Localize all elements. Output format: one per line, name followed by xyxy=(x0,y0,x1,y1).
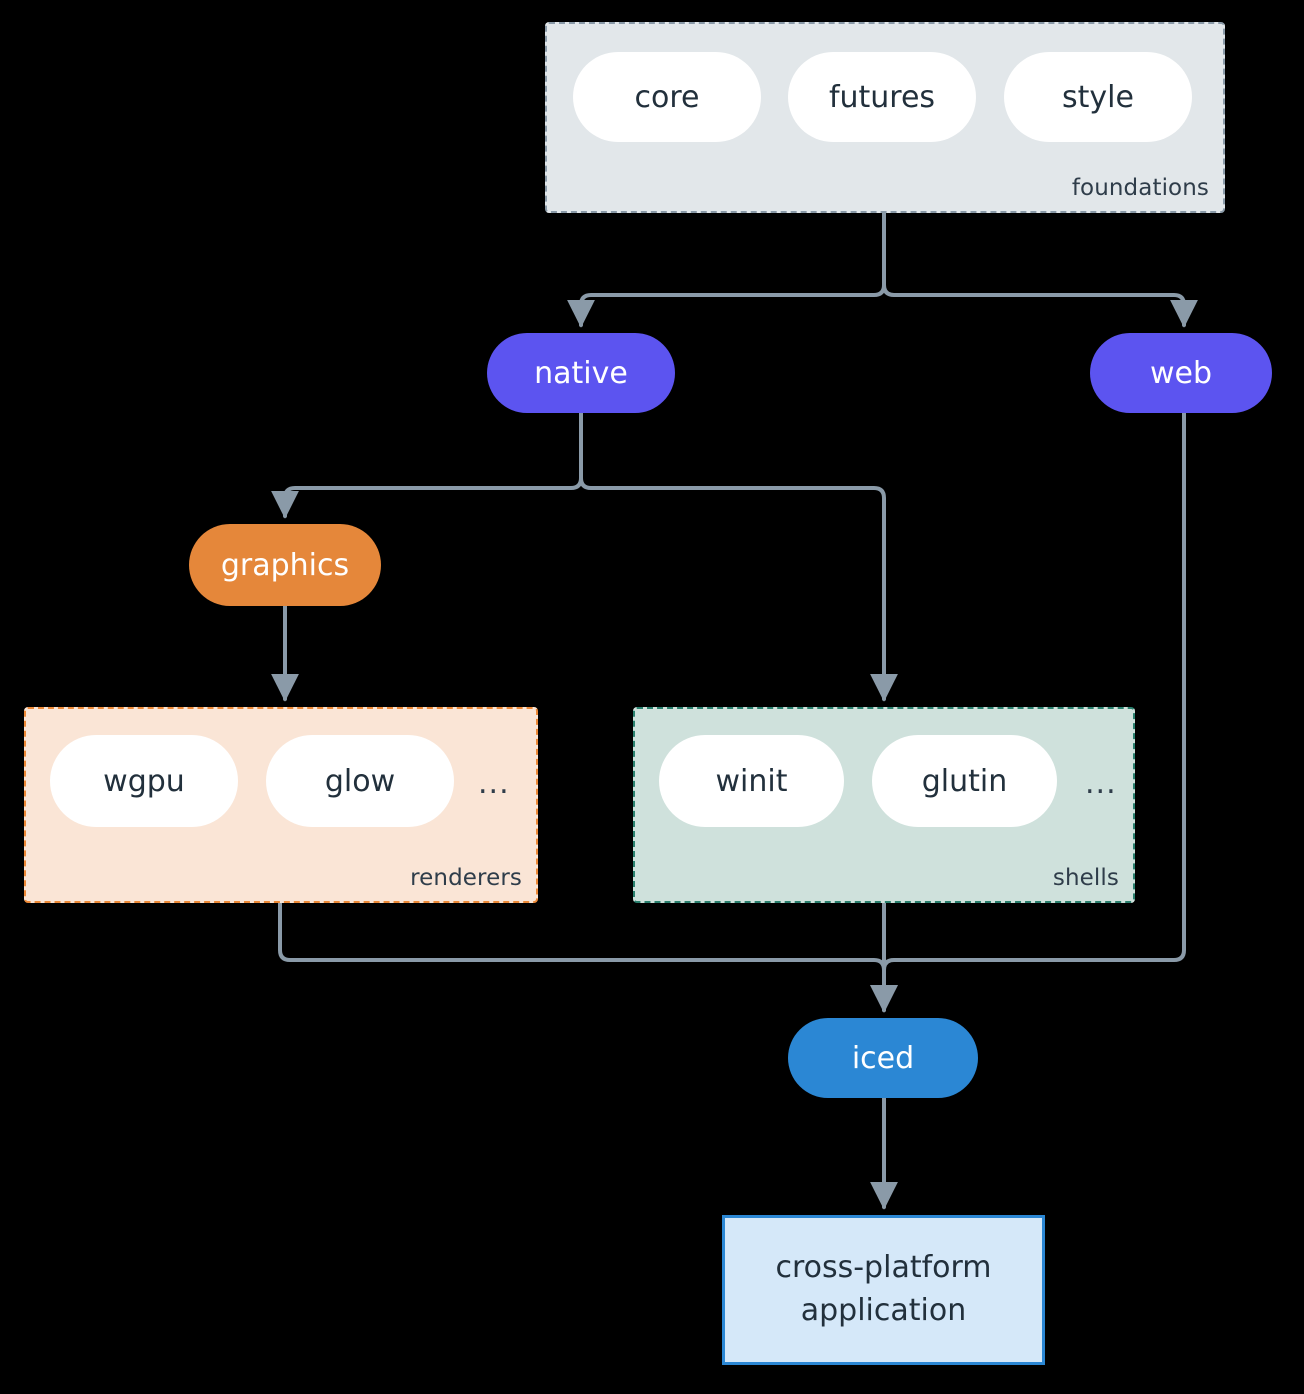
node-iced-label: iced xyxy=(851,1040,915,1076)
edge-foundations-native xyxy=(567,211,886,328)
node-web[interactable]: web xyxy=(1090,333,1272,413)
cluster-renderers-label: renderers xyxy=(410,865,522,891)
node-glutin[interactable]: glutin xyxy=(872,735,1057,827)
node-app-label-line2: application xyxy=(800,1293,967,1328)
node-graphics[interactable]: graphics xyxy=(189,524,381,606)
node-futures-label: futures xyxy=(828,79,936,115)
node-web-label: web xyxy=(1149,355,1213,391)
node-style[interactable]: style xyxy=(1004,52,1192,142)
node-style-label: style xyxy=(1062,79,1134,115)
ellipsis-shells: ... xyxy=(1085,766,1117,801)
node-native[interactable]: native xyxy=(487,333,675,413)
node-core-label: core xyxy=(634,79,700,115)
node-app-label-line1: cross-platform xyxy=(775,1250,992,1286)
edge-native-shells xyxy=(579,411,898,702)
cluster-foundations-label: foundations xyxy=(1071,175,1209,201)
node-wgpu-label: wgpu xyxy=(103,763,185,799)
node-core[interactable]: core xyxy=(573,52,761,142)
node-futures[interactable]: futures xyxy=(788,52,976,142)
edge-native-graphics xyxy=(271,411,583,519)
node-winit[interactable]: winit xyxy=(659,735,844,827)
node-cross-platform-application[interactable]: cross-platform application xyxy=(722,1215,1045,1365)
node-native-label: native xyxy=(534,355,628,391)
edge-renderers-iced xyxy=(278,901,898,1013)
cluster-shells-label: shells xyxy=(1052,865,1119,891)
ellipsis-renderers: ... xyxy=(478,766,510,801)
node-glow[interactable]: glow xyxy=(266,735,454,827)
edge-foundations-web xyxy=(882,211,1198,328)
node-glow-label: glow xyxy=(324,763,396,799)
node-winit-label: winit xyxy=(715,763,788,799)
node-iced[interactable]: iced xyxy=(788,1018,978,1098)
node-graphics-label: graphics xyxy=(220,547,350,583)
node-glutin-label: glutin xyxy=(921,763,1008,799)
node-wgpu[interactable]: wgpu xyxy=(50,735,238,827)
